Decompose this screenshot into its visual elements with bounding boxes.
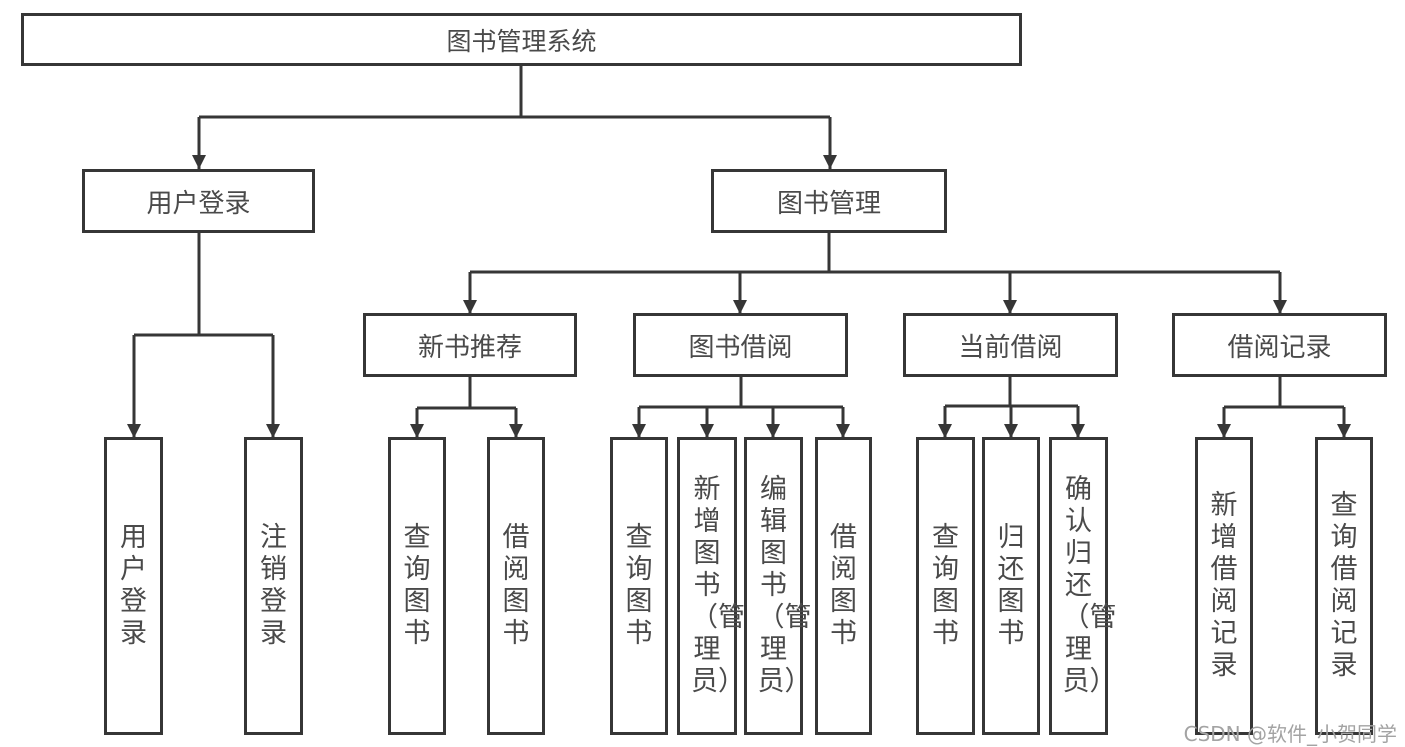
leaf-logout: 注销登录	[244, 437, 303, 735]
leaf-borrow-books-borrowing-label: 借阅图书	[830, 522, 857, 649]
leaf-confirm-return-admin-label: 确认归还（管理员）	[1062, 474, 1117, 697]
leaf-add-borrow-record: 新增借阅记录	[1195, 437, 1253, 735]
node-library-system: 图书管理系统	[21, 13, 1022, 66]
node-new-book-recommend: 新书推荐	[363, 313, 577, 377]
node-book-borrowing: 图书借阅	[633, 313, 848, 377]
node-current-borrowing-label: 当前借阅	[958, 332, 1063, 363]
node-borrowing-records: 借阅记录	[1172, 313, 1387, 377]
watermark: CSDN @软件_小贺同学	[1183, 722, 1397, 746]
node-user-login: 用户登录	[82, 169, 315, 233]
node-book-management: 图书管理	[711, 169, 947, 233]
leaf-add-borrow-record-label: 新增借阅记录	[1210, 490, 1238, 681]
leaf-query-books-recommend: 查询图书	[388, 437, 446, 735]
node-library-system-label: 图书管理系统	[446, 26, 597, 56]
leaf-query-books-borrowing-label: 查询图书	[625, 522, 653, 649]
leaf-return-books: 归还图书	[982, 437, 1040, 735]
node-book-borrowing-label: 图书借阅	[688, 332, 793, 363]
leaf-borrow-books-recommend-label: 借阅图书	[502, 522, 530, 649]
leaf-add-books-admin-label: 新增图书（管理员）	[691, 474, 745, 697]
connector-trunks	[134, 66, 1344, 410]
leaf-edit-books-admin: 编辑图书（管理员）	[744, 437, 812, 735]
leaf-user-login: 用户登录	[104, 437, 163, 735]
leaf-return-books-label: 归还图书	[997, 522, 1025, 649]
leaf-query-books-borrowing: 查询图书	[610, 437, 668, 735]
leaf-query-borrow-record-label: 查询借阅记录	[1330, 490, 1358, 681]
node-book-management-label: 图书管理	[776, 188, 881, 219]
leaf-user-login-label: 用户登录	[120, 522, 147, 649]
leaf-borrow-books-recommend: 借阅图书	[487, 437, 545, 735]
leaf-confirm-return-admin: 确认归还（管理员）	[1049, 437, 1117, 735]
leaf-borrow-books-borrowing: 借阅图书	[815, 437, 872, 735]
leaf-query-books-current: 查询图书	[916, 437, 975, 735]
node-current-borrowing: 当前借阅	[903, 313, 1118, 377]
leaf-query-borrow-record: 查询借阅记录	[1315, 437, 1373, 735]
node-new-book-recommend-label: 新书推荐	[417, 332, 522, 363]
leaf-edit-books-admin-label: 编辑图书（管理员）	[757, 474, 812, 697]
node-borrowing-records-label: 借阅记录	[1227, 332, 1332, 363]
leaf-add-books-admin: 新增图书（管理员）	[677, 437, 745, 735]
node-user-login-label: 用户登录	[146, 188, 251, 219]
leaf-query-books-recommend-label: 查询图书	[403, 522, 431, 649]
leaf-logout-label: 注销登录	[260, 522, 287, 649]
leaf-query-books-current-label: 查询图书	[932, 522, 959, 649]
